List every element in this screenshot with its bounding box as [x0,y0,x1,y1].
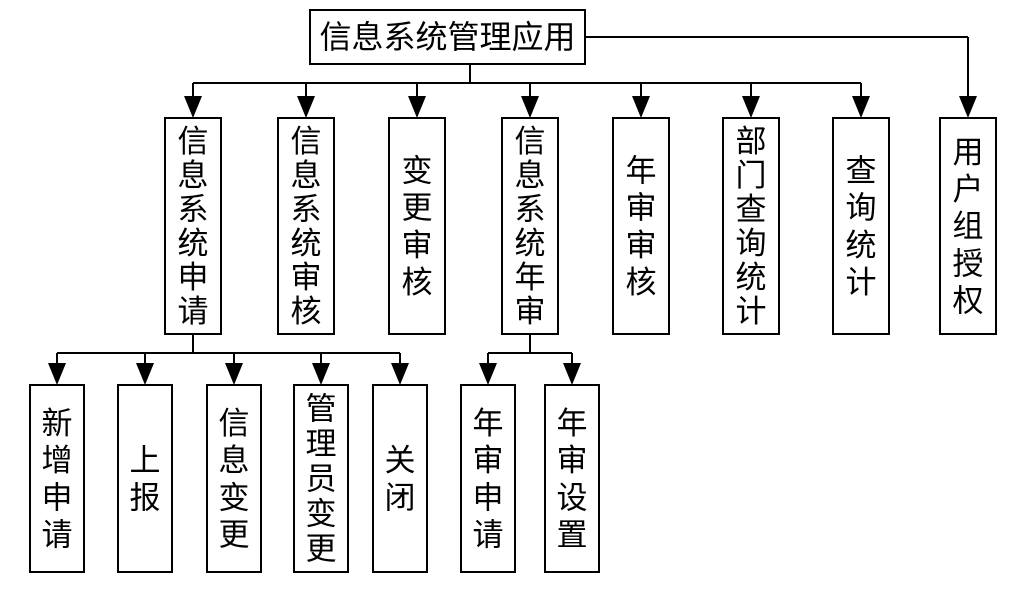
node-annual: 信息系统年审 [501,117,559,335]
node-close: 关闭 [372,384,428,573]
node-annual-label: 信息系统年审 [515,124,546,330]
node-change-review-label: 变更审核 [402,153,433,301]
arrow-admin-change [312,363,330,385]
node-annual-apply-box [460,384,516,573]
node-annual-apply: 年审申请 [460,384,516,573]
node-admin-change-box [293,384,349,573]
node-dept-stats-box [722,117,780,335]
node-apply-label: 信息系统申请 [178,124,209,330]
root-node-box [309,9,586,65]
node-annual-review-label: 年审审核 [626,153,657,301]
node-annual-setup-label: 年审设置 [557,406,588,554]
connectors [48,36,977,385]
node-query-stats-label: 查询统计 [846,153,877,301]
node-review-box [277,117,335,335]
arrow-annual-review [632,96,650,118]
node-dept-stats: 部门查询统计 [722,117,780,335]
node-annual-setup-box [544,384,600,573]
arrow-query-stats [852,96,870,118]
arrow-report [136,363,154,385]
node-close-box [372,384,428,573]
node-change-review: 变更审核 [388,117,446,335]
node-review-label: 信息系统审核 [291,124,322,330]
node-apply: 信息系统申请 [164,117,222,335]
arrow-review [297,96,315,118]
node-user-auth-box [939,117,997,335]
arrow-dept-stats [742,96,760,118]
arrow-annual-setup [563,363,581,385]
node-annual-box [501,117,559,335]
node-info-change: 信息变更 [206,384,262,573]
root-node: 信息系统管理应用 [309,9,586,65]
node-annual-review: 年审审核 [612,117,670,335]
arrow-annual-apply [479,363,497,385]
node-query-stats-box [832,117,890,335]
node-new-apply-box [29,384,85,573]
node-review: 信息系统审核 [277,117,335,335]
node-dept-stats-label: 部门查询统计 [736,124,767,330]
node-annual-apply-label: 年审申请 [473,406,504,554]
node-annual-setup: 年审设置 [544,384,600,573]
node-change-review-box [388,117,446,335]
arrow-new-apply [48,363,66,385]
node-new-apply: 新增申请 [29,384,85,573]
node-close-label: 关闭 [385,443,416,516]
node-admin-change: 管理员变更 [293,384,349,573]
node-report-label: 上报 [130,443,161,516]
arrow-annual [521,96,539,118]
node-report: 上报 [117,384,173,573]
node-annual-review-box [612,117,670,335]
node-new-apply-label: 新增申请 [42,406,73,554]
root-node-label: 信息系统管理应用 [319,18,575,56]
arrow-apply [184,96,202,118]
arrow-close [391,363,409,385]
node-query-stats: 查询统计 [832,117,890,335]
node-info-change-box [206,384,262,573]
node-admin-change-label: 管理员变更 [306,392,337,568]
node-apply-box [164,117,222,335]
node-info-change-label: 信息变更 [219,406,250,554]
arrow-info-change [225,363,243,385]
node-user-auth-label: 用户组授权 [953,135,984,320]
node-report-box [117,384,173,573]
arrow-user-auth [959,96,977,118]
arrow-change-review [408,96,426,118]
node-user-auth: 用户组授权 [939,117,997,335]
